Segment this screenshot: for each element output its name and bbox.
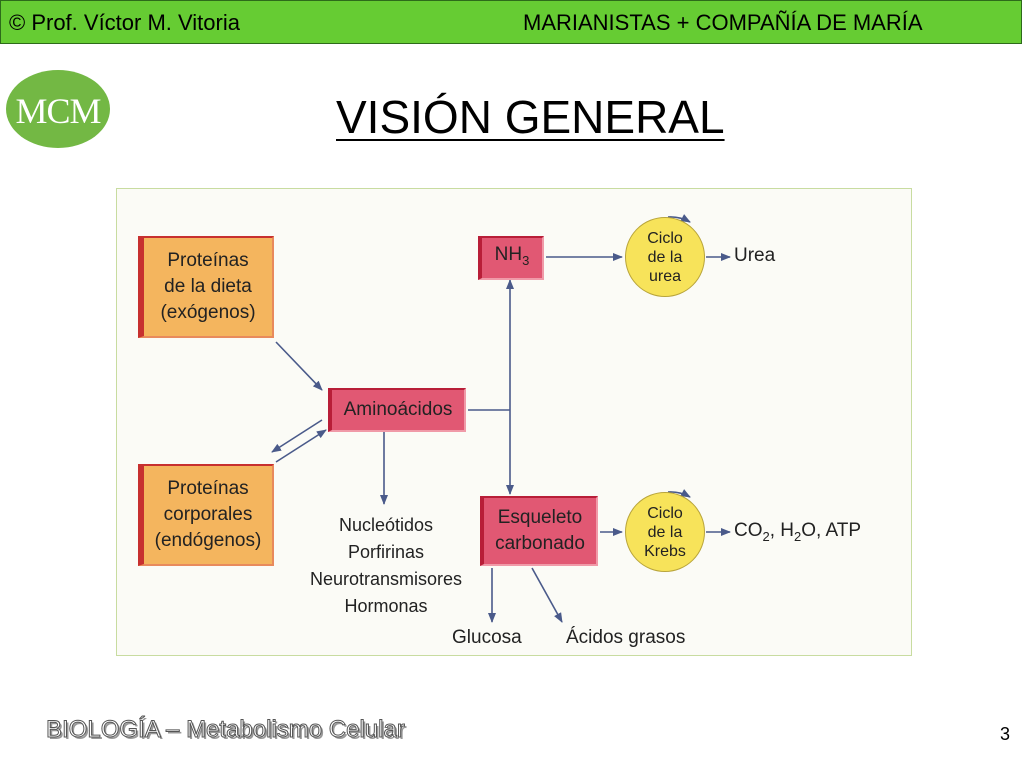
- nh3-label: NH3: [494, 244, 530, 268]
- aminoacid-derivatives-list: Nucleótidos Porfirinas Neurotransmisores…: [300, 512, 472, 620]
- ciclo-krebs-line3: Krebs: [644, 542, 686, 560]
- derivado-neurotransmisores: Neurotransmisores: [309, 569, 463, 589]
- arrow-dieta-to-aminoacidos: [275, 341, 323, 391]
- proteinas-dieta-line3: (exógenos): [160, 302, 256, 323]
- arrow-corporales-to-aminoacidos: [275, 429, 327, 463]
- derivado-nucleotidos: Nucleótidos: [338, 515, 434, 535]
- logo-text: MCM: [15, 91, 101, 131]
- aminoacidos-box: Aminoácidos: [328, 388, 466, 432]
- ciclo-urea-line2: de la: [647, 248, 683, 266]
- esqueleto-line1: Esqueleto: [497, 507, 583, 528]
- cycle-arrow-urea: [667, 214, 691, 223]
- ciclo-urea-line3: urea: [648, 267, 682, 285]
- header-bar: © Prof. Víctor M. Vitoria MARIANISTAS + …: [0, 0, 1022, 44]
- proteinas-corporales-line3: (endógenos): [154, 530, 262, 551]
- proteinas-dieta-box: Proteínas de la dieta (exógenos): [138, 236, 274, 338]
- ciclo-urea-circle: Ciclo de la urea: [625, 217, 705, 297]
- proteinas-dieta-line2: de la dieta: [164, 276, 252, 297]
- proteinas-corporales-line2: corporales: [163, 504, 253, 525]
- arrow-aminoacidos-to-corporales: [271, 419, 323, 453]
- cycle-arrow-krebs: [667, 489, 691, 498]
- proteinas-dieta-line1: Proteínas: [167, 250, 249, 271]
- acidos-grasos-label: Ácidos grasos: [566, 627, 686, 648]
- footer-subject: BIOLOGÍA – Metabolismo Celular: [46, 716, 406, 744]
- institution-name: MARIANISTAS + COMPAÑÍA DE MARÍA: [523, 10, 923, 35]
- ciclo-urea-line1: Ciclo: [647, 229, 683, 247]
- nh3-box: NH3: [478, 236, 544, 280]
- aminoacidos-label: Aminoácidos: [343, 399, 453, 420]
- ciclo-krebs-line1: Ciclo: [647, 504, 683, 522]
- proteinas-corporales-box: Proteínas corporales (endógenos): [138, 464, 274, 566]
- krebs-products-label: CO2, H2O, ATP: [734, 520, 862, 544]
- slide-title: VISIÓN GENERAL: [336, 91, 725, 143]
- derivado-porfirinas: Porfirinas: [347, 542, 425, 562]
- glucosa-label: Glucosa: [452, 627, 522, 648]
- esqueleto-line2: carbonado: [495, 533, 585, 554]
- arrow-esqueleto-to-acidos-grasos: [531, 567, 563, 623]
- author-credit: © Prof. Víctor M. Vitoria: [9, 10, 240, 35]
- derivado-hormonas: Hormonas: [344, 596, 428, 616]
- mcm-logo: MCM: [6, 70, 110, 148]
- ciclo-krebs-line2: de la: [647, 523, 683, 541]
- ciclo-krebs-circle: Ciclo de la Krebs: [625, 492, 705, 572]
- proteinas-corporales-line1: Proteínas: [167, 478, 249, 499]
- urea-label: Urea: [734, 245, 776, 266]
- esqueleto-carbonado-box: Esqueleto carbonado: [480, 496, 598, 566]
- page-number: 3: [1000, 724, 1011, 744]
